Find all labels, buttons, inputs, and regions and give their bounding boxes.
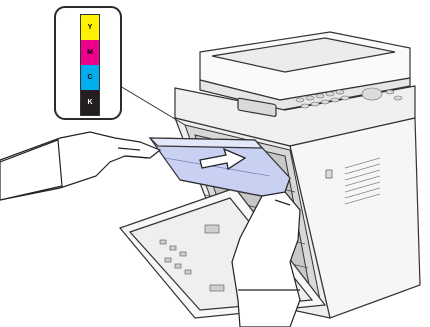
cyan-swatch: C: [81, 65, 99, 90]
toner-color-legend: Y M C K: [54, 6, 122, 120]
color-order-strip: Y M C K: [80, 14, 100, 116]
magenta-swatch: M: [81, 40, 99, 65]
left-hand: [0, 132, 160, 200]
yellow-swatch: Y: [81, 15, 99, 40]
black-swatch: K: [81, 90, 99, 115]
